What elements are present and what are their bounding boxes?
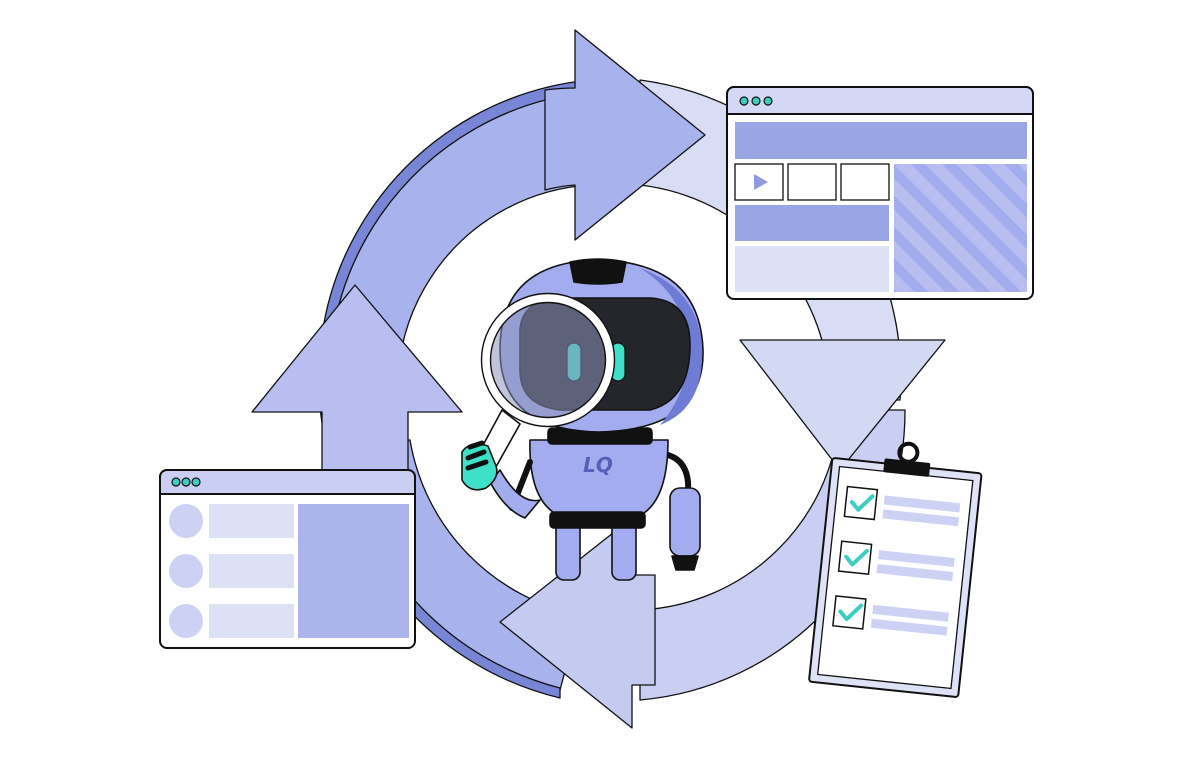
robot-forearm-right [669,487,701,557]
clipboard-checklist [808,441,983,698]
list-row [209,604,294,638]
list-avatar [169,604,203,638]
robot-hips [549,511,646,529]
play-icon[interactable] [754,174,768,190]
checkmark-icon [844,548,869,567]
robot-head-stripe [569,258,627,285]
checkmark-icon [838,603,864,622]
clipboard-clip [883,441,931,477]
video-tile[interactable] [840,163,890,201]
checkmark-icon [849,494,875,512]
robot-arm-right [665,452,692,495]
checklist-item[interactable] [832,595,950,638]
browser-window-list [159,469,416,649]
content-block [735,246,889,292]
robot-chest-logo: LQ [583,453,613,477]
checklist-item[interactable] [837,540,956,583]
robot-head-shade [640,268,703,425]
robot-fingers-left [465,440,489,471]
cycle-arrowhead-left [251,284,463,471]
window-dots-icon [171,477,201,487]
robot-leg-right [611,519,637,581]
list-row [209,504,294,538]
cycle-arrowhead-right [739,339,946,471]
video-tile[interactable] [787,163,837,201]
robot-forearm-left [489,469,541,519]
window-dots-icon [739,96,773,106]
robot-hand-right [671,555,699,571]
list-avatar [169,554,203,588]
image-placeholder [894,164,1027,292]
checklist-item[interactable] [843,485,961,529]
content-block [735,205,889,241]
list-row [209,554,294,588]
robot-torso [529,439,669,521]
browser-window-media [726,86,1034,300]
cycle-arrowhead-top [544,29,706,241]
header-banner [735,122,1027,159]
list-detail-panel [298,504,409,638]
robot-leg-left [555,519,581,581]
robot: LQ [461,258,704,581]
list-avatar [169,504,203,538]
